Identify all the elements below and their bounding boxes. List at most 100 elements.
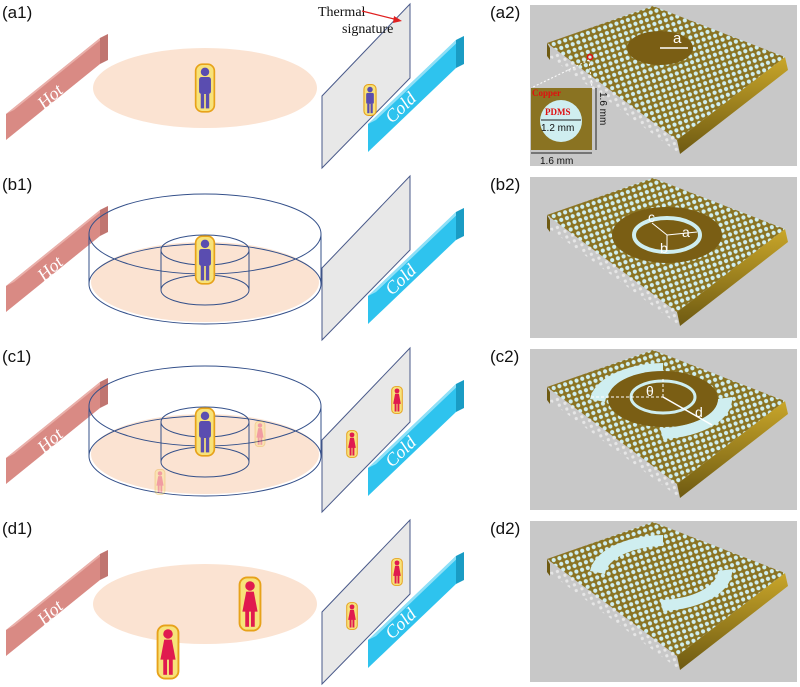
person-torso xyxy=(199,248,211,266)
pdms-arc-right xyxy=(660,569,733,611)
plate-curl-front xyxy=(677,401,788,498)
person-leg xyxy=(205,265,210,281)
hot-bar-front xyxy=(6,210,100,312)
plate-curl-left xyxy=(547,559,550,576)
person-leg xyxy=(397,403,400,412)
person-leg xyxy=(394,403,397,412)
cold-bar-front xyxy=(368,212,456,324)
person-dress xyxy=(393,393,401,404)
person-leg xyxy=(370,103,373,114)
cold-bar-front xyxy=(368,40,456,152)
person-female-icon xyxy=(346,602,358,630)
plate-curl-left xyxy=(547,215,550,232)
right-panel: (b2)acb xyxy=(490,175,797,338)
person-female-icon xyxy=(391,558,403,586)
pdms-circle xyxy=(540,100,582,142)
cold-bar-top xyxy=(368,36,464,124)
panel-label: (a2) xyxy=(490,3,520,22)
radius-c xyxy=(651,222,668,236)
person-head xyxy=(200,67,210,77)
param-b: b xyxy=(660,240,668,256)
person-head xyxy=(349,604,355,610)
param-theta: θ xyxy=(646,383,654,399)
person-leg xyxy=(245,610,250,627)
zoom-line xyxy=(530,59,590,89)
design-region: θd xyxy=(590,363,733,439)
panel-label: (c1) xyxy=(2,347,31,366)
cold-bar-side xyxy=(456,208,464,240)
hot-bar-top xyxy=(6,378,108,458)
hot-source: Hot xyxy=(6,206,108,312)
person-leg xyxy=(200,93,205,109)
person-leg xyxy=(352,447,355,456)
side-h-label: 1.6 mm xyxy=(540,156,573,167)
param-a: a xyxy=(673,30,682,47)
metamaterial-plate xyxy=(547,6,785,140)
panel-label: (d2) xyxy=(490,519,520,538)
plate-curl-front xyxy=(677,229,788,326)
plate-curl-left xyxy=(547,387,550,404)
zoom-line xyxy=(588,59,593,89)
person-head xyxy=(157,471,163,476)
person-head xyxy=(163,629,173,639)
pdms-arc-right xyxy=(660,397,733,439)
param-c: c xyxy=(648,209,655,225)
thermal-glow xyxy=(154,468,166,496)
copper-label: Copper xyxy=(532,88,561,98)
person-icon xyxy=(194,235,216,285)
person-female-icon xyxy=(391,386,403,414)
arrowhead-icon xyxy=(393,16,402,23)
person-leg xyxy=(200,437,205,453)
person-leg xyxy=(397,575,400,584)
param-d: d xyxy=(695,404,703,420)
person-head xyxy=(394,560,400,566)
person-leg xyxy=(163,658,168,675)
hot-source: Hot xyxy=(6,34,108,140)
person-female-icon xyxy=(254,420,266,448)
person-female-icon xyxy=(238,576,262,632)
plate-curl-front xyxy=(677,57,788,154)
hot-bar-front xyxy=(6,382,100,484)
person-leg xyxy=(352,619,355,628)
person-leg xyxy=(205,437,210,453)
person-dress xyxy=(256,428,264,438)
cold-bar-side xyxy=(456,36,464,68)
person-dress xyxy=(156,476,164,486)
person-torso xyxy=(199,420,211,438)
person-female-icon xyxy=(154,468,166,496)
person-leg xyxy=(394,575,397,584)
red-arrow-icon xyxy=(361,10,399,21)
person-leg xyxy=(349,619,352,628)
person-female-icon xyxy=(346,430,358,458)
hot-bar-top xyxy=(6,550,108,630)
person-leg xyxy=(349,447,352,456)
person-leg xyxy=(168,658,173,675)
person-leg xyxy=(367,103,370,114)
person-leg xyxy=(157,485,160,493)
thermal-signature-label: signature xyxy=(342,22,393,37)
pdms-ring xyxy=(632,216,702,254)
cold-bar-top xyxy=(368,380,464,468)
person-icon xyxy=(363,84,377,116)
person-head xyxy=(200,239,210,249)
person-icon xyxy=(194,63,216,113)
person-dress xyxy=(348,609,356,620)
person-head xyxy=(245,581,255,591)
person-head xyxy=(257,423,263,428)
side-v-label: 1.6 mm xyxy=(597,92,608,125)
person-icon xyxy=(194,407,216,457)
person-leg xyxy=(257,437,260,445)
thermal-glow xyxy=(254,420,266,448)
hot-bar-side xyxy=(100,206,108,236)
pdms-label: PDMS xyxy=(545,107,571,117)
